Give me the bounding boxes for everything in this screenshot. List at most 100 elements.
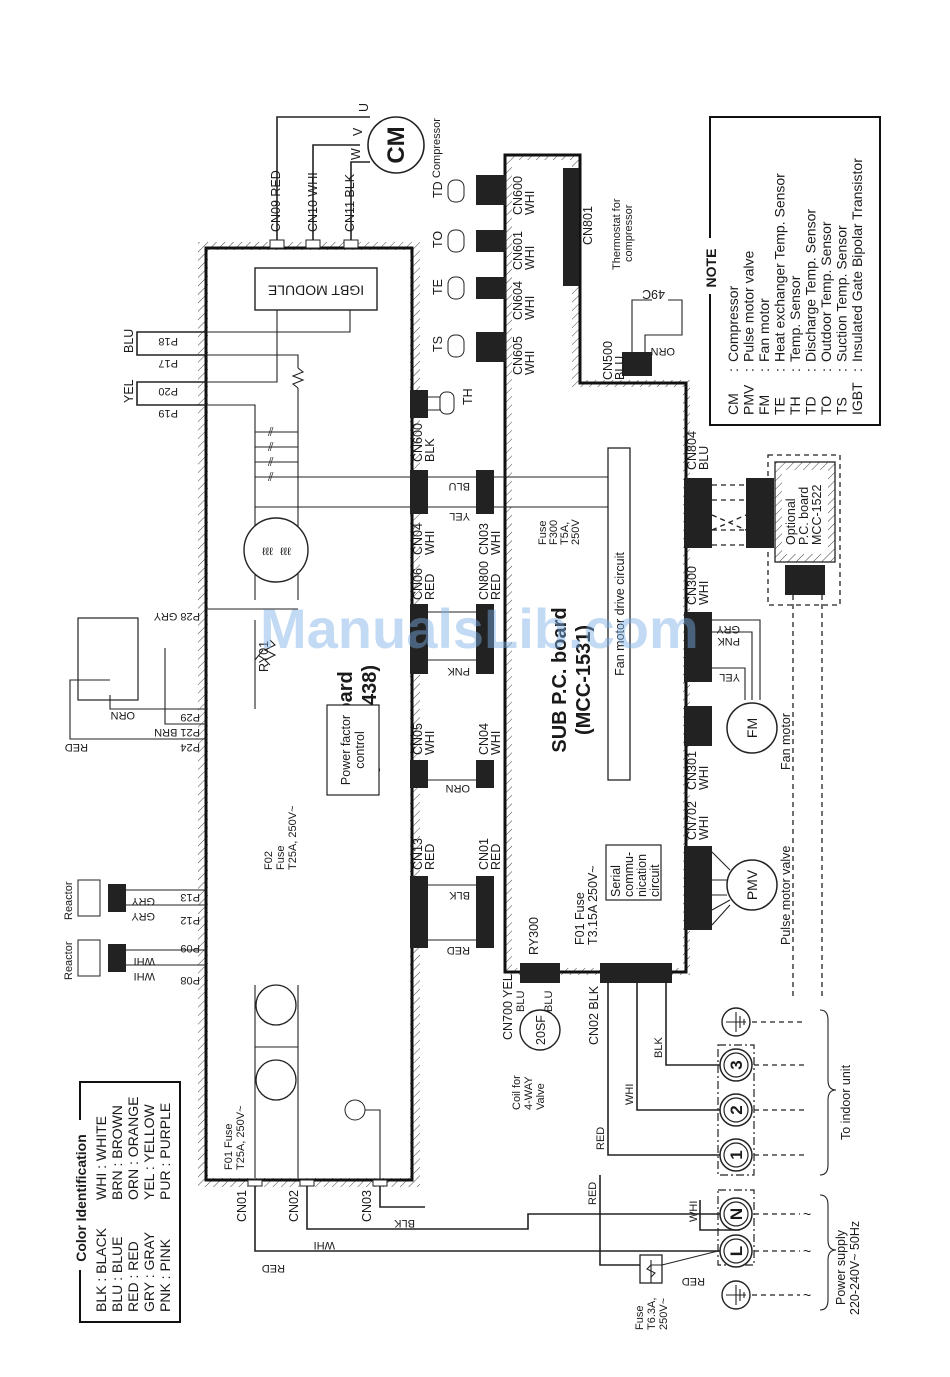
td-sensor-label: TD bbox=[431, 181, 445, 198]
cn500-label: CN500 bbox=[601, 341, 615, 380]
note-item-separator: : bbox=[849, 368, 865, 372]
thermostat-caption-1: Thermostat for bbox=[611, 198, 623, 270]
svg-text:ℓℓℓ: ℓℓℓ bbox=[262, 546, 273, 558]
terminal-l: L bbox=[719, 1234, 753, 1268]
serial-label-4: circuit bbox=[648, 864, 662, 897]
f300-volt: 250V bbox=[570, 519, 582, 545]
yel-cn04-label: YEL bbox=[449, 510, 470, 522]
whi-n-label: WHI bbox=[688, 1201, 700, 1222]
orn-cn05-label: ORN bbox=[446, 782, 471, 794]
fuse-amp: T6.3A, bbox=[646, 1298, 658, 1330]
transformer-top: ℓℓℓ ℓℓℓ bbox=[243, 517, 309, 583]
watermark: ManualsLib.com bbox=[260, 597, 699, 660]
note-item-desc: Pulse motor valve bbox=[741, 251, 757, 362]
terminals-mid-left: P28 GRY P29 P21 BRN P24 ORN RED RY01 bbox=[65, 608, 298, 753]
ground-icon-bottom bbox=[721, 1280, 751, 1310]
terminal-n: N bbox=[719, 1197, 753, 1231]
phase-u: U bbox=[357, 103, 371, 112]
svg-text:ℓℓℓ: ℓℓℓ bbox=[280, 546, 291, 558]
cn06-label: CN06 bbox=[411, 568, 425, 600]
te-sensor-label: TE bbox=[431, 279, 445, 295]
red-cn13-label: RED bbox=[447, 944, 470, 956]
note-item-separator: : bbox=[741, 368, 757, 372]
p24-label: P24 bbox=[180, 741, 200, 753]
cn601-color: WHI bbox=[523, 246, 537, 270]
cn801-label: CN801 bbox=[581, 206, 595, 245]
p13-label: P13 bbox=[180, 891, 200, 903]
blk-cn03-label: BLK bbox=[394, 1217, 415, 1229]
power-supply-rating: 220-240V~ 50Hz bbox=[848, 1221, 862, 1315]
terminal-block: 3 2 1 N L ~ ~ bbox=[717, 1007, 862, 1315]
color-id-item: BLK : BLACK bbox=[93, 1227, 109, 1312]
igbt-label: IGBT MODULE bbox=[268, 282, 364, 298]
fuse-label: Fuse bbox=[634, 1306, 646, 1330]
note-item-desc: Insulated Gate Bipolar Transistor bbox=[849, 158, 865, 362]
note-item-separator: : bbox=[787, 368, 803, 372]
red-cn01-label: RED bbox=[262, 1262, 285, 1274]
p12-label: P12 bbox=[180, 914, 200, 926]
whi-label-1: WHI bbox=[134, 955, 155, 967]
color-id-item: YEL : YELLOW bbox=[141, 1104, 157, 1200]
color-id-title: Color Identification bbox=[73, 1134, 89, 1262]
note-item-separator: : bbox=[725, 368, 741, 372]
49c-label: 49C bbox=[642, 287, 665, 301]
cn604-color: WHI bbox=[523, 296, 537, 320]
ground-icon-top bbox=[721, 1007, 751, 1037]
f300-fuse: Fuse bbox=[537, 521, 549, 545]
cn01-bottom-label: CN01 bbox=[235, 1190, 249, 1222]
cn601-label: CN601 bbox=[511, 231, 525, 270]
pnk-fan-label: PNK bbox=[717, 635, 740, 647]
terminals-top-left: BLU YEL P18 P17 P20 P19 bbox=[122, 310, 351, 600]
phase-w: W bbox=[349, 148, 363, 160]
to-indoor-label: To indoor unit bbox=[839, 1064, 853, 1140]
bottom-sub-connectors: CN700 YEL CN02 BLK BLU BLU 20SF Coil for… bbox=[501, 963, 740, 1266]
pmv-caption: Pulse motor valve bbox=[779, 846, 793, 945]
valve-caption-2: 4-WAY bbox=[523, 1076, 535, 1110]
inter-board-connectors: CN600 BLK CN04 WHI CN06 RED CN05 WHI CN1… bbox=[410, 388, 610, 956]
note-item-code: CM bbox=[725, 393, 741, 415]
to-sensor-label: TO bbox=[431, 231, 445, 248]
note-item-code: IGBT bbox=[849, 382, 865, 415]
terminal-2: 2 bbox=[719, 1093, 753, 1127]
filters-bottom: F01 Fuse T25A, 250V~ bbox=[223, 984, 381, 1180]
cn605-label: CN605 bbox=[511, 336, 525, 375]
note-item-desc: Temp. Sensor bbox=[787, 275, 803, 362]
compressor-caption: Compressor bbox=[431, 118, 443, 178]
note-item-separator: : bbox=[756, 368, 772, 372]
cn03-sub-label: CN03 bbox=[477, 523, 491, 555]
red-fuse-label: RED bbox=[587, 1182, 599, 1205]
cn301-label: CN301 bbox=[685, 751, 699, 790]
serial-label-1: Serial bbox=[609, 865, 623, 897]
gry-label-2: GRY bbox=[131, 910, 155, 922]
main-f01-label: F01 Fuse bbox=[223, 1124, 235, 1170]
reactor-label-2: Reactor bbox=[63, 941, 75, 980]
whi-label-2: WHI bbox=[134, 970, 155, 982]
note-item-desc: Outdoor Temp. Sensor bbox=[818, 221, 834, 362]
svg-text:~: ~ bbox=[803, 1243, 811, 1259]
sub-pc-board bbox=[503, 153, 690, 975]
optional-label-2: P.C. board bbox=[797, 487, 811, 545]
color-id-item: RED : RED bbox=[125, 1241, 141, 1312]
color-id-item: WHI : WHITE bbox=[93, 1116, 109, 1200]
optional-pc-board: Optional P.C. board MCC-1522 bbox=[746, 454, 841, 1000]
sub-f01-rating: T3.15A 250V~ bbox=[586, 865, 600, 945]
color-id-item: GRY : GRAY bbox=[141, 1231, 157, 1312]
main-pc-board bbox=[198, 242, 420, 1187]
sub-board-sensors: TD TO TE TS CN600 WHI CN601 WHI CN604 WH… bbox=[431, 168, 595, 375]
color-id-item: BRN : BROWN bbox=[109, 1105, 125, 1200]
cn01-sub-color: RED bbox=[489, 844, 503, 870]
note-item-separator: : bbox=[772, 368, 788, 372]
note-item-separator: : bbox=[818, 368, 834, 372]
note-item-code: TO bbox=[818, 396, 834, 415]
pulse-motor-valve: PMV Pulse motor valve bbox=[711, 846, 793, 945]
terminal-1: 1 bbox=[719, 1138, 753, 1172]
gry-label-1: GRY bbox=[131, 895, 155, 907]
terminal-n-label: N bbox=[727, 1208, 746, 1220]
cn300-color: WHI bbox=[697, 581, 711, 605]
serial-label-2: commu- bbox=[622, 852, 636, 897]
note-item-desc: Discharge Temp. Sensor bbox=[803, 209, 819, 362]
reactor-terminals: P13 P12 P09 P08 GRY GRY WHI WHI Reactor … bbox=[63, 879, 206, 986]
note-item-desc: Suction Temp. Sensor bbox=[834, 225, 850, 362]
